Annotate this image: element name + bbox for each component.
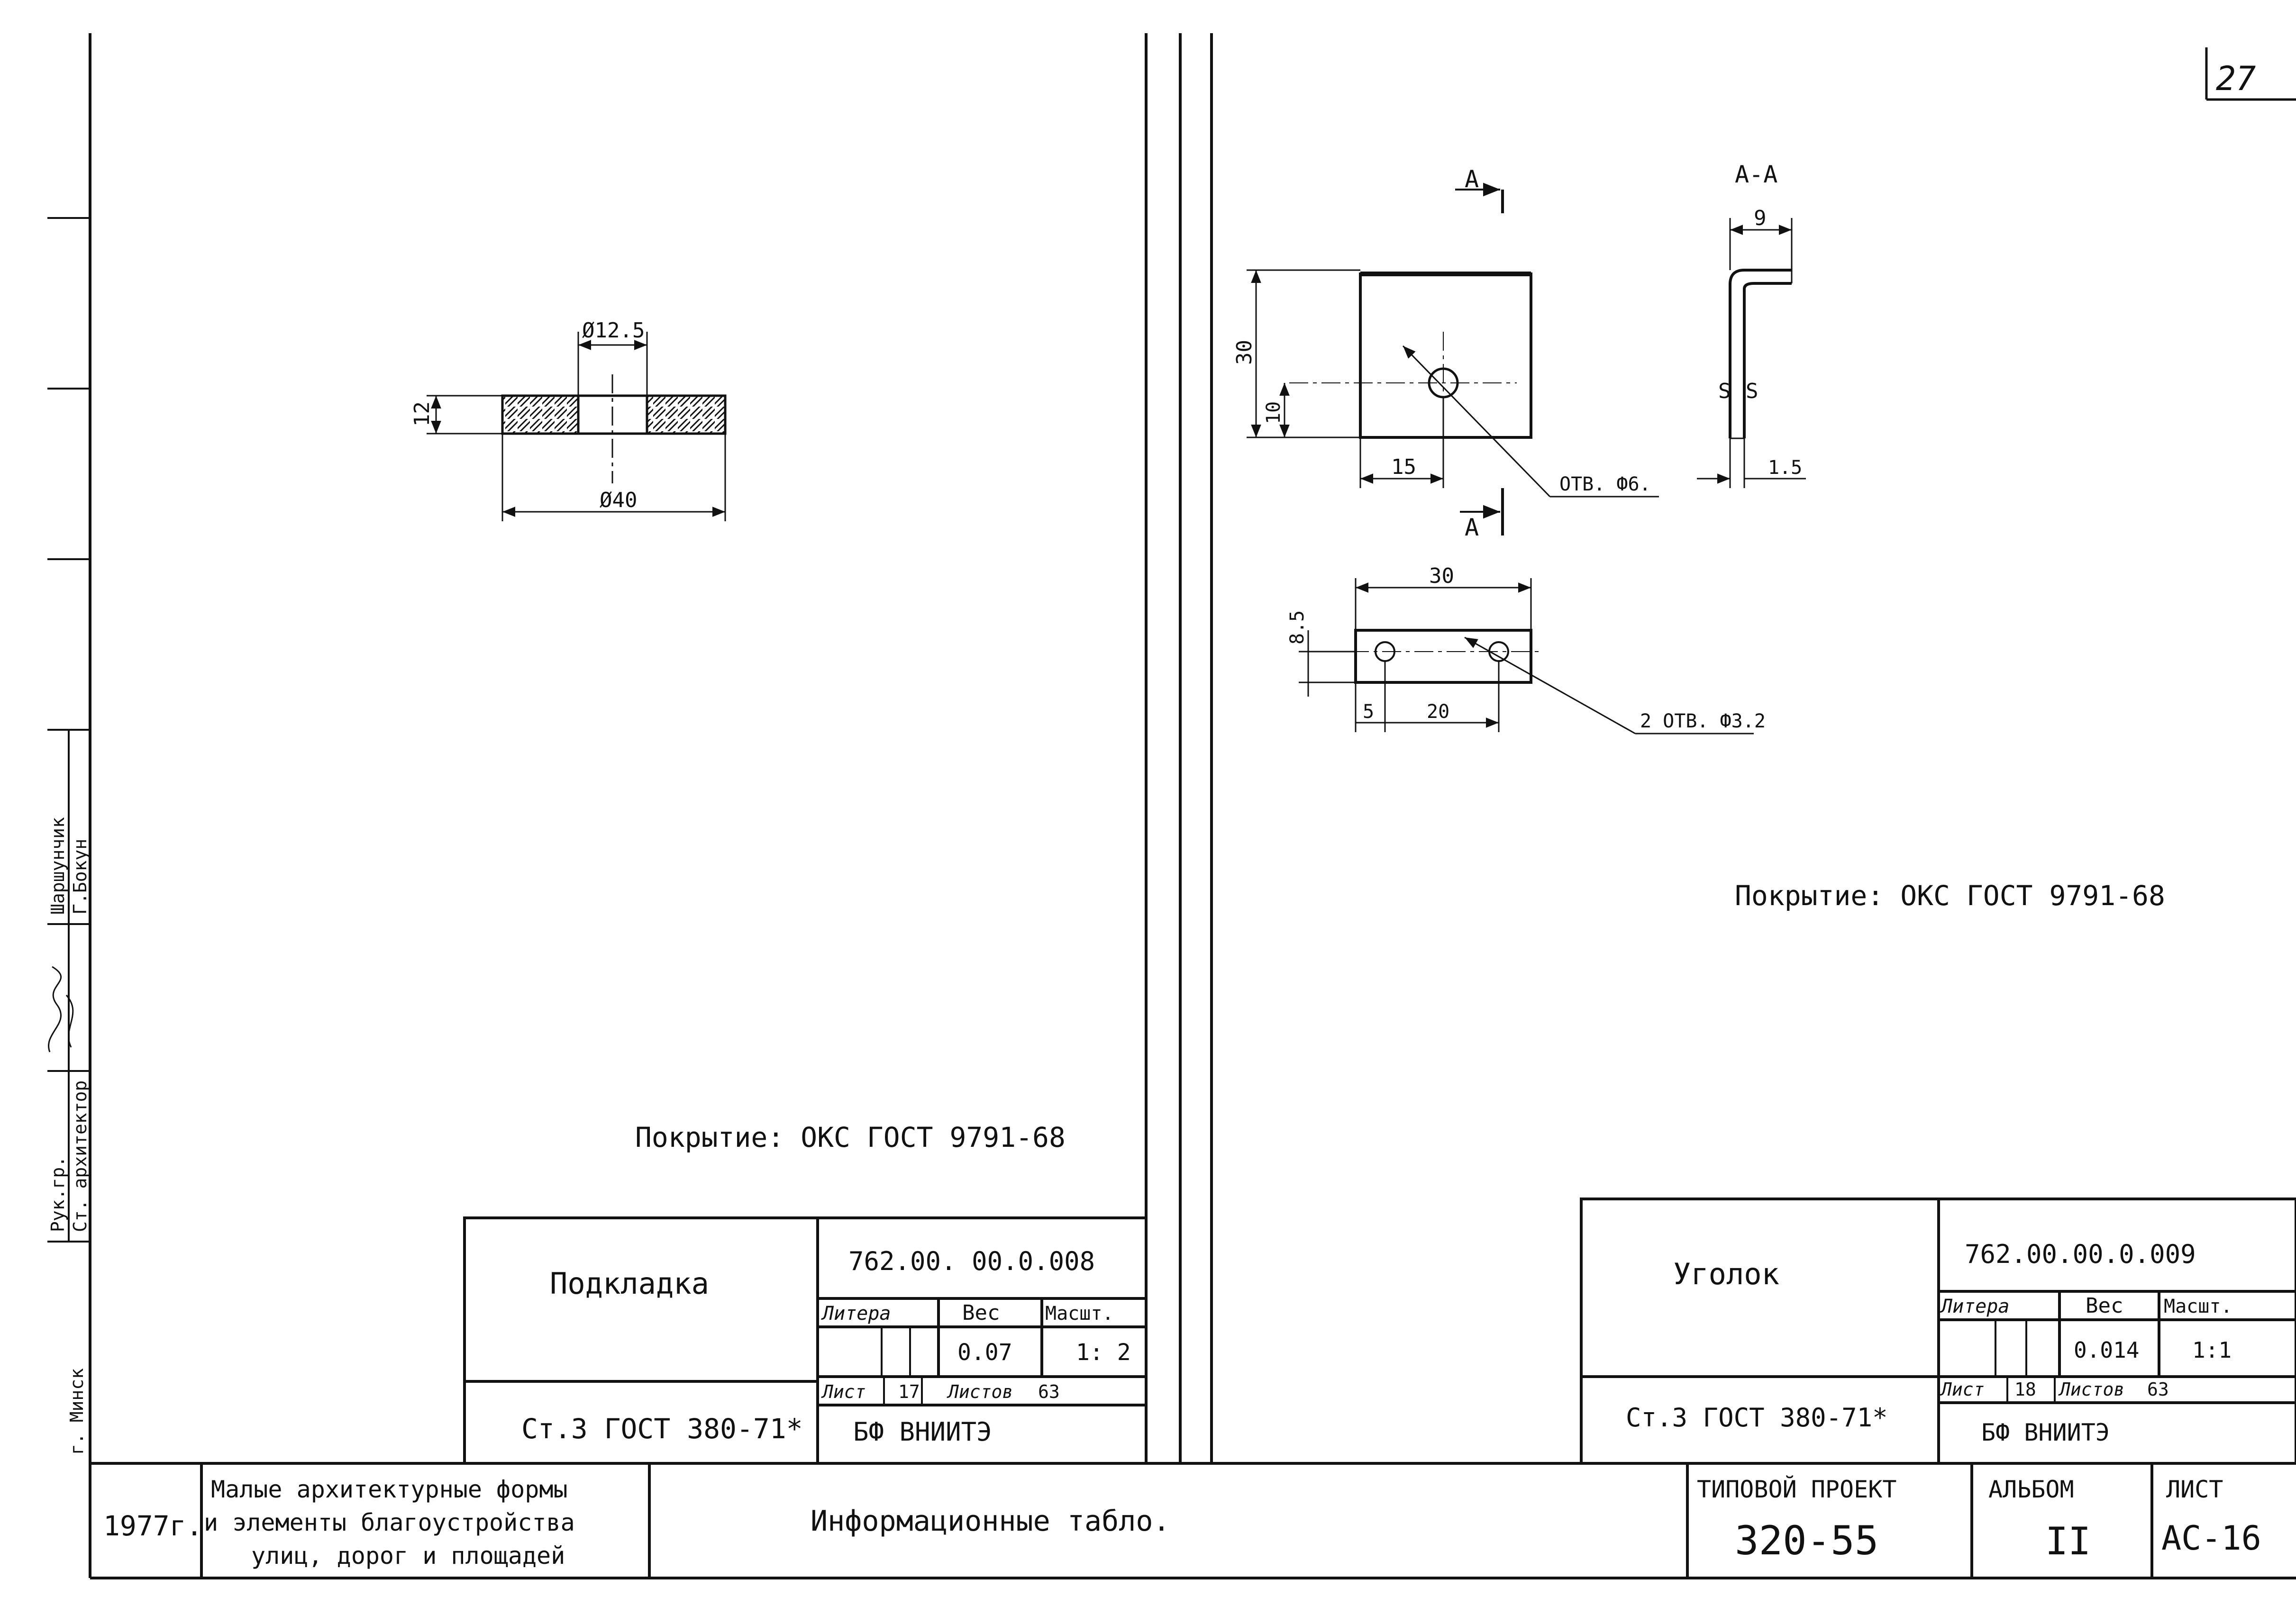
series-line-3: улиц, дорог и площадей bbox=[251, 1542, 565, 1570]
dim-outer-diameter: Ø40 bbox=[600, 488, 637, 512]
s-mark-left: S bbox=[1718, 379, 1731, 403]
year: 1977г. bbox=[103, 1510, 203, 1542]
sheet-number: 27 bbox=[2216, 59, 2256, 98]
frame bbox=[89, 33, 2296, 1579]
sheet-number-box bbox=[2205, 47, 2296, 101]
weight-label-right: Вес bbox=[2086, 1294, 2123, 1318]
margin-role-1: Ст. архитектор bbox=[70, 1080, 91, 1232]
angle-drawing: 30 10 15 ОТВ. Ф6. А А А-А 9 S S bbox=[1232, 161, 1806, 735]
dim-hole-diameter: Ø12.5 bbox=[582, 318, 645, 343]
margin-city: г. Минск bbox=[66, 1368, 87, 1455]
project-type-label: ТИПОВОЙ ПРОЕКТ bbox=[1697, 1475, 1896, 1503]
part-title-right: Уголок bbox=[1673, 1257, 1779, 1291]
sheet-label-bottom: ЛИСТ bbox=[2166, 1476, 2223, 1503]
coating-note-left: Покрытие: ОКС ГОСТ 9791-68 bbox=[635, 1121, 1066, 1153]
org-right: БФ ВНИИТЭ bbox=[1981, 1419, 2110, 1446]
margin-signature bbox=[48, 966, 74, 1052]
part-code-left: 762.00. 00.0.008 bbox=[848, 1246, 1095, 1276]
sheet-label-left: Лист bbox=[821, 1381, 866, 1402]
title-block-left bbox=[463, 1216, 1148, 1465]
dim-bottom-mid: 20 bbox=[1427, 701, 1449, 723]
margin-name-1: Г.Бокун bbox=[70, 839, 91, 915]
dim-height: 30 bbox=[1232, 340, 1257, 365]
weight-label-left: Вес bbox=[962, 1301, 1000, 1325]
scale-label-left: Масшт. bbox=[1045, 1303, 1114, 1325]
sheets-left: 63 bbox=[1038, 1381, 1060, 1402]
coating-note-right: Покрытие: ОКС ГОСТ 9791-68 bbox=[1735, 880, 2165, 912]
series-line-1: Малые архитектурные формы bbox=[211, 1476, 568, 1503]
project-title: Информационные табло. bbox=[811, 1505, 1170, 1538]
section-label: А-А bbox=[1735, 161, 1777, 188]
note-bottom-holes: 2 ОТВ. Ф3.2 bbox=[1640, 710, 1766, 732]
project-number: 320-55 bbox=[1735, 1517, 1878, 1564]
margin-name-2: Шаршунчик bbox=[47, 817, 68, 915]
dim-bottom-height: 8.5 bbox=[1286, 610, 1308, 644]
washer-drawing: Ø12.5 12 Ø40 bbox=[410, 318, 727, 521]
cut-mark-top: А bbox=[1465, 165, 1479, 193]
sheet-code: АС-16 bbox=[2161, 1519, 2261, 1558]
material-left: Ст.3 ГОСТ 380-71* bbox=[521, 1413, 803, 1445]
margin-stamp bbox=[47, 217, 90, 1243]
part-title-left: Подкладка bbox=[550, 1266, 709, 1301]
scale-right: 1:1 bbox=[2192, 1337, 2232, 1363]
org-left: БФ ВНИИТЭ bbox=[853, 1417, 992, 1447]
scale-label-right: Масшт. bbox=[2164, 1296, 2232, 1317]
washer-hatch-right bbox=[646, 394, 727, 435]
sheets-label-left: Листов bbox=[947, 1381, 1013, 1402]
album-label: АЛЬБОМ bbox=[1988, 1476, 2074, 1503]
sheets-right: 63 bbox=[2147, 1379, 2169, 1400]
dim-bottom-width: 30 bbox=[1429, 564, 1454, 588]
bottom-strip bbox=[200, 1463, 2153, 1578]
margin-role-2: Рук.гр. bbox=[47, 1156, 68, 1232]
sheet-label-right: Лист bbox=[1940, 1379, 1985, 1400]
sheets-label-right: Листов bbox=[2058, 1379, 2124, 1400]
scale-left: 1: 2 bbox=[1076, 1339, 1131, 1366]
weight-right: 0.014 bbox=[2074, 1337, 2139, 1363]
s-mark-right: S bbox=[1746, 379, 1758, 403]
litera-label-left: Литера bbox=[821, 1303, 891, 1325]
sheet-right: 18 bbox=[2014, 1379, 2036, 1400]
dim-flange: 9 bbox=[1754, 206, 1767, 230]
litera-label-right: Литера bbox=[1940, 1296, 2010, 1317]
sheet-left: 17 bbox=[898, 1381, 920, 1402]
dim-thickness-angle: 1.5 bbox=[1768, 457, 1802, 479]
series-line-2: и элементы благоустройства bbox=[204, 1509, 575, 1536]
dim-hole-vertical: 10 bbox=[1263, 401, 1285, 424]
weight-left: 0.07 bbox=[957, 1339, 1012, 1366]
note-hole: ОТВ. Ф6. bbox=[1559, 473, 1651, 495]
title-block-right bbox=[1580, 1198, 2296, 1465]
material-right: Ст.3 ГОСТ 380-71* bbox=[1626, 1403, 1888, 1433]
dim-bottom-left: 5 bbox=[1363, 701, 1374, 723]
cut-mark-bottom: А bbox=[1465, 514, 1479, 541]
dim-thickness: 12 bbox=[410, 401, 434, 426]
washer-hatch-left bbox=[501, 394, 580, 435]
part-code-right: 762.00.00.0.009 bbox=[1965, 1239, 2196, 1269]
album-number: II bbox=[2045, 1519, 2091, 1563]
dim-hole-horizontal: 15 bbox=[1391, 455, 1416, 479]
